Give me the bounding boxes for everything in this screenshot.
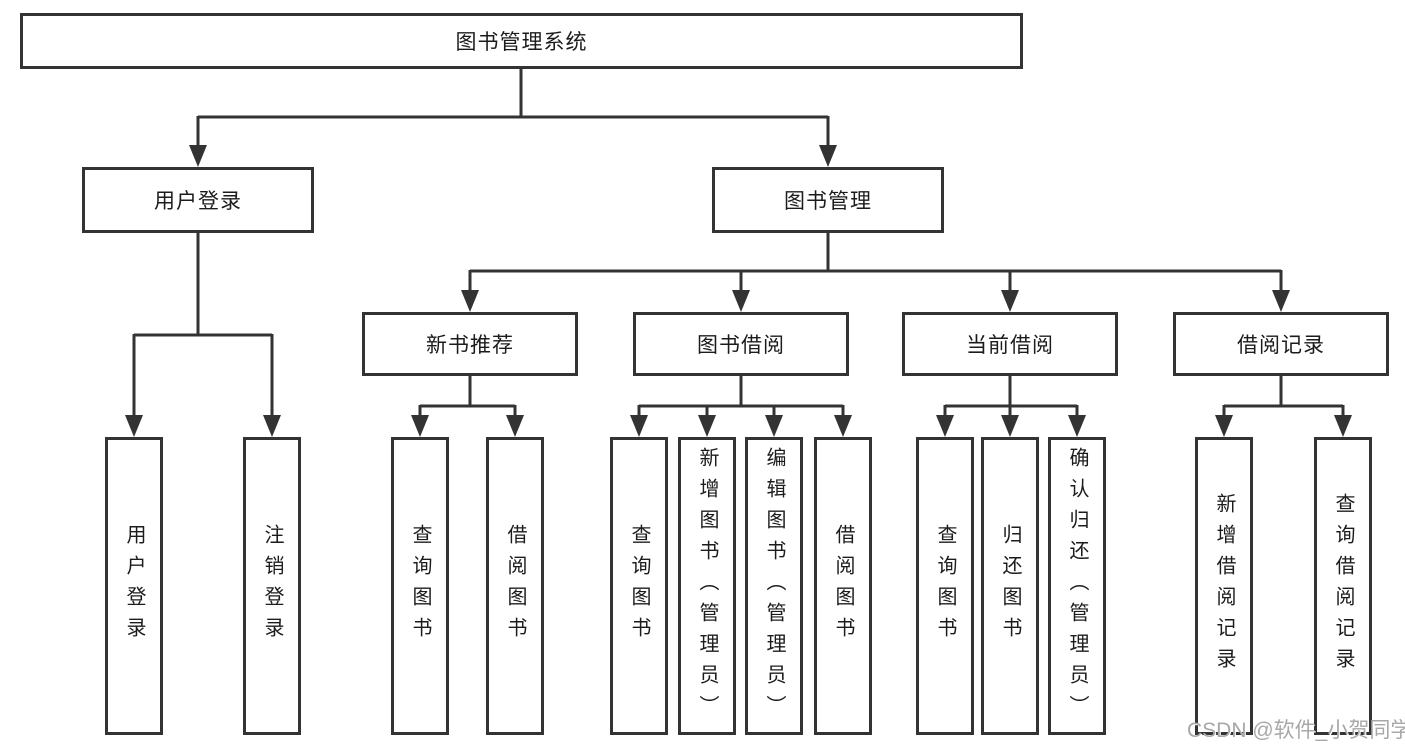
node-leaf-borrow-query-books: 查询图书 (610, 437, 668, 735)
arrowhead (411, 415, 429, 437)
node-leaf-recommend-borrow-books-label: 借阅图书 (504, 524, 526, 648)
node-current-borrowing-label: 当前借阅 (966, 334, 1054, 357)
node-leaf-recommend-query-books: 查询图书 (391, 437, 449, 735)
node-new-book-recommend: 新书推荐 (362, 312, 578, 376)
node-leaf-recommend-query-books-label: 查询图书 (409, 524, 431, 648)
node-leaf-logout-label: 注销登录 (261, 524, 283, 648)
arrowhead (1068, 415, 1086, 437)
arrowhead (1001, 415, 1019, 437)
node-leaf-logout: 注销登录 (243, 437, 301, 735)
node-leaf-user-login: 用户登录 (105, 437, 163, 735)
node-leaf-current-confirm-return: 确认归还（管理员） (1048, 437, 1106, 735)
node-book-management-label: 图书管理 (784, 190, 872, 213)
node-leaf-borrow-edit-books-label: 编辑图书（管理员） (763, 446, 785, 726)
node-leaf-borrow-borrow-books: 借阅图书 (814, 437, 872, 735)
node-library-management-system: 图书管理系统 (20, 13, 1023, 69)
arrowhead (834, 415, 852, 437)
node-leaf-records-query-record: 查询借阅记录 (1314, 437, 1372, 735)
arrowhead (630, 415, 648, 437)
arrowhead (1334, 415, 1352, 437)
node-leaf-user-login-label: 用户登录 (123, 524, 145, 648)
arrowhead (1272, 290, 1290, 312)
node-book-borrowing: 图书借阅 (633, 312, 849, 376)
arrowhead (1001, 290, 1019, 312)
node-user-login: 用户登录 (82, 167, 314, 233)
arrowhead (263, 415, 281, 437)
arrowhead (819, 145, 837, 167)
node-leaf-current-query-books: 查询图书 (916, 437, 974, 735)
arrowhead (765, 415, 783, 437)
arrowhead (189, 145, 207, 167)
node-leaf-records-query-record-label: 查询借阅记录 (1332, 493, 1354, 679)
node-leaf-records-add-record-label: 新增借阅记录 (1213, 493, 1235, 679)
node-leaf-borrow-add-books: 新增图书（管理员） (678, 437, 736, 735)
node-book-borrowing-label: 图书借阅 (697, 334, 785, 357)
node-leaf-current-confirm-return-label: 确认归还（管理员） (1066, 446, 1088, 726)
node-leaf-borrow-borrow-books-label: 借阅图书 (832, 524, 854, 648)
arrowhead (461, 290, 479, 312)
node-leaf-current-return-books: 归还图书 (981, 437, 1039, 735)
node-leaf-current-query-books-label: 查询图书 (934, 524, 956, 648)
arrowhead (732, 290, 750, 312)
arrowhead (1215, 415, 1233, 437)
node-book-management: 图书管理 (712, 167, 944, 233)
node-leaf-borrow-edit-books: 编辑图书（管理员） (745, 437, 803, 735)
node-borrowing-records-label: 借阅记录 (1237, 334, 1325, 357)
csdn-watermark: CSDN @软件_小贺同学 (1187, 719, 1405, 742)
node-leaf-borrow-query-books-label: 查询图书 (628, 524, 650, 648)
node-current-borrowing: 当前借阅 (902, 312, 1118, 376)
node-leaf-borrow-add-books-label: 新增图书（管理员） (696, 446, 718, 726)
node-new-book-recommend-label: 新书推荐 (426, 334, 514, 357)
node-user-login-label: 用户登录 (154, 190, 242, 213)
arrowhead (125, 415, 143, 437)
node-leaf-records-add-record: 新增借阅记录 (1195, 437, 1253, 735)
arrowhead (936, 415, 954, 437)
node-borrowing-records: 借阅记录 (1173, 312, 1389, 376)
node-leaf-recommend-borrow-books: 借阅图书 (486, 437, 544, 735)
arrowhead (506, 415, 524, 437)
node-library-management-system-label: 图书管理系统 (455, 31, 588, 54)
node-leaf-current-return-books-label: 归还图书 (999, 524, 1021, 648)
arrowhead (698, 415, 716, 437)
